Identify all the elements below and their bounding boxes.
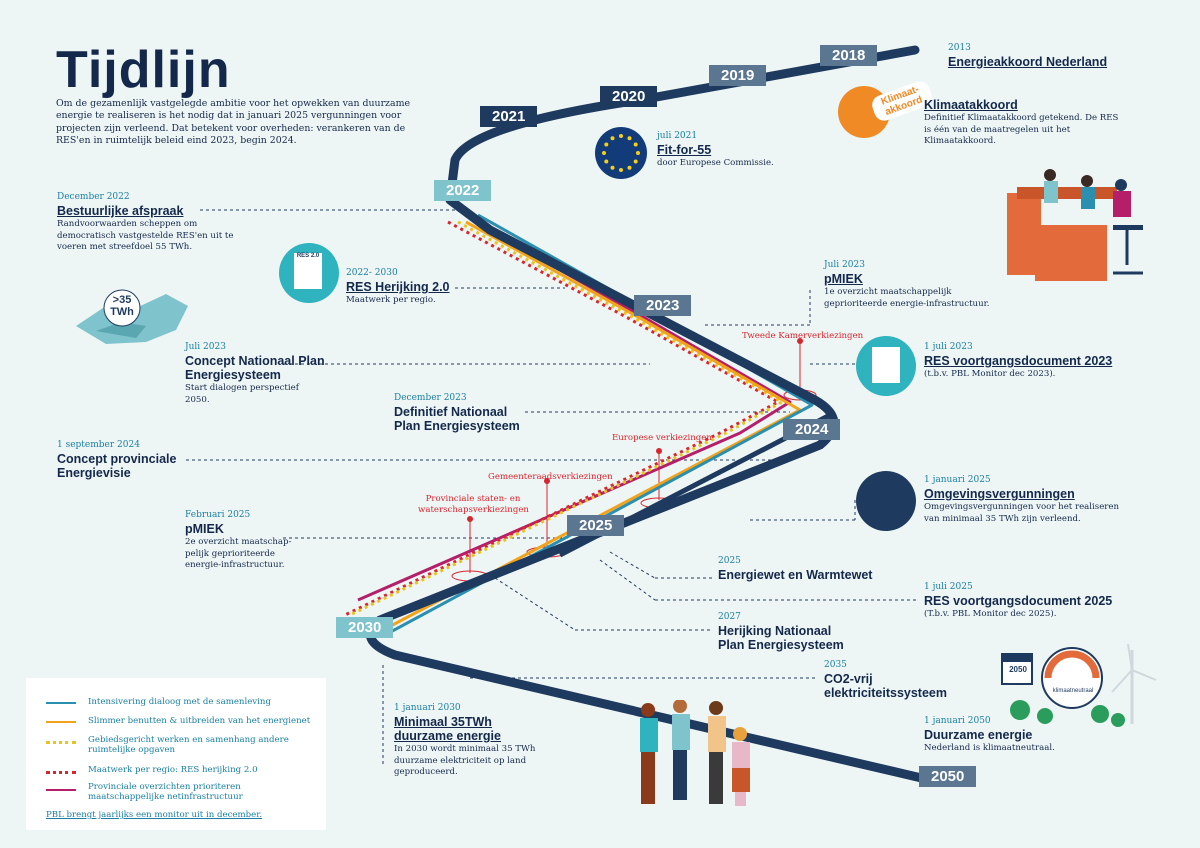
event-duurzame-energie: 1 januari 2050 Duurzame energie Nederlan… bbox=[924, 716, 1055, 753]
year-2030: 2030 bbox=[336, 617, 394, 638]
event-minimaal-35twh: 1 januari 2030 Minimaal 35TWh duurzame e… bbox=[394, 703, 536, 778]
event-omgevingsvergunningen: 1 januari 2025 Omgevingsvergunningen Omg… bbox=[924, 475, 1120, 524]
legend-item-maatwerk: Maatwerk per regio: RES herijking 2.0 bbox=[88, 765, 258, 775]
event-energiewet: 2025 Energiewet en Warmtewet bbox=[718, 556, 873, 582]
legend-line-gebiedsgericht bbox=[46, 741, 76, 744]
year-2025: 2025 bbox=[567, 515, 625, 536]
eu-flag-icon bbox=[595, 127, 647, 179]
event-bestuurlijke-afspraak: December 2022 Bestuurlijke afspraak Rand… bbox=[57, 192, 234, 253]
intro-text: Om de gezamenlijk vastgelegde ambitie vo… bbox=[56, 98, 411, 147]
legend-item-dialoog: Intensivering dialoog met de samenleving bbox=[88, 697, 271, 707]
election-tweede-kamer: Tweede Kamerverkiezingen bbox=[742, 331, 864, 341]
omgeving-map-icon bbox=[856, 471, 916, 531]
legend-line-provinciale bbox=[46, 789, 76, 791]
gauge-label: klimaatneutraal bbox=[1052, 688, 1094, 694]
event-fit-for-55: juli 2021 Fit-for-55 door Europese Commi… bbox=[657, 131, 774, 168]
election-provinciale: Provinciale staten- en waterschapsverkie… bbox=[418, 494, 529, 515]
document-icon bbox=[872, 347, 900, 383]
legend-footer: PBL brengt jaarlijks een monitor uit in … bbox=[46, 810, 263, 820]
legend-item-gebiedsgericht: Gebiedsgericht werken en samenhang ander… bbox=[88, 735, 289, 755]
year-2023: 2023 bbox=[634, 295, 692, 316]
calendar-gauge-windmill-illustration bbox=[1001, 643, 1157, 727]
year-2024: 2024 bbox=[783, 419, 841, 440]
election-europees: Europese verkiezingen bbox=[612, 433, 712, 443]
res-doc-label: RES 2.0 bbox=[294, 253, 322, 289]
event-herijking-nationaal-plan: 2027 Herijking Nationaal Plan Energiesys… bbox=[718, 612, 844, 652]
legend-line-maatwerk bbox=[46, 771, 76, 774]
event-pmiek-1: Juli 2023 pMIEK 1e overzicht maatschappe… bbox=[824, 260, 990, 309]
year-2018: 2018 bbox=[820, 45, 878, 66]
event-klimaatakkoord: Klimaatakkoord Definitief Klimaatakkoord… bbox=[924, 98, 1119, 147]
page-title: Tijdlijn bbox=[56, 41, 231, 99]
connector-lines bbox=[186, 209, 918, 765]
legend-line-energienet bbox=[46, 721, 76, 723]
event-res-voortgang-2023: 1 juli 2023 RES voortgangsdocument 2023 … bbox=[924, 342, 1113, 379]
people-illustration bbox=[640, 700, 750, 806]
calendar-label: 2050 bbox=[1009, 665, 1027, 674]
legend-line-dialoog bbox=[46, 702, 76, 704]
event-concept-provinciale-energievisie: 1 september 2024 Concept provinciale Ene… bbox=[57, 440, 177, 480]
year-2020: 2020 bbox=[600, 86, 658, 107]
year-2050: 2050 bbox=[919, 766, 977, 787]
election-gemeenteraad: Gemeenteraadsverkiezingen bbox=[488, 472, 613, 482]
netherlands-map-icon bbox=[76, 289, 188, 344]
legend-item-provinciale: Provinciale overzichten prioriteren maat… bbox=[88, 782, 243, 802]
year-2022: 2022 bbox=[434, 180, 492, 201]
legend: Intensivering dialoog met de samenleving… bbox=[26, 678, 326, 830]
event-pmiek-2: Februari 2025 pMIEK 2e overzicht maatsch… bbox=[185, 510, 292, 571]
year-2021: 2021 bbox=[480, 106, 538, 127]
parliament-illustration bbox=[1007, 169, 1143, 281]
year-2019: 2019 bbox=[709, 65, 767, 86]
election-markers bbox=[451, 342, 817, 582]
legend-item-energienet: Slimmer benutten & uitbreiden van het en… bbox=[88, 716, 311, 726]
twh-badge: >35 TWh bbox=[110, 294, 134, 318]
event-res-herijking: 2022- 2030 RES Herijking 2.0 Maatwerk pe… bbox=[346, 268, 450, 305]
event-energieakkoord: 2013 Energieakkoord Nederland bbox=[948, 43, 1108, 69]
event-co2-vrij: 2035 CO2-vrij elektriciteitssysteem bbox=[824, 660, 947, 700]
event-concept-nationaal-plan: Juli 2023 Concept Nationaal Plan Energie… bbox=[185, 342, 325, 405]
event-definitief-nationaal-plan: December 2023 Definitief Nationaal Plan … bbox=[394, 393, 520, 433]
event-res-voortgang-2025: 1 juli 2025 RES voortgangsdocument 2025 … bbox=[924, 582, 1113, 619]
